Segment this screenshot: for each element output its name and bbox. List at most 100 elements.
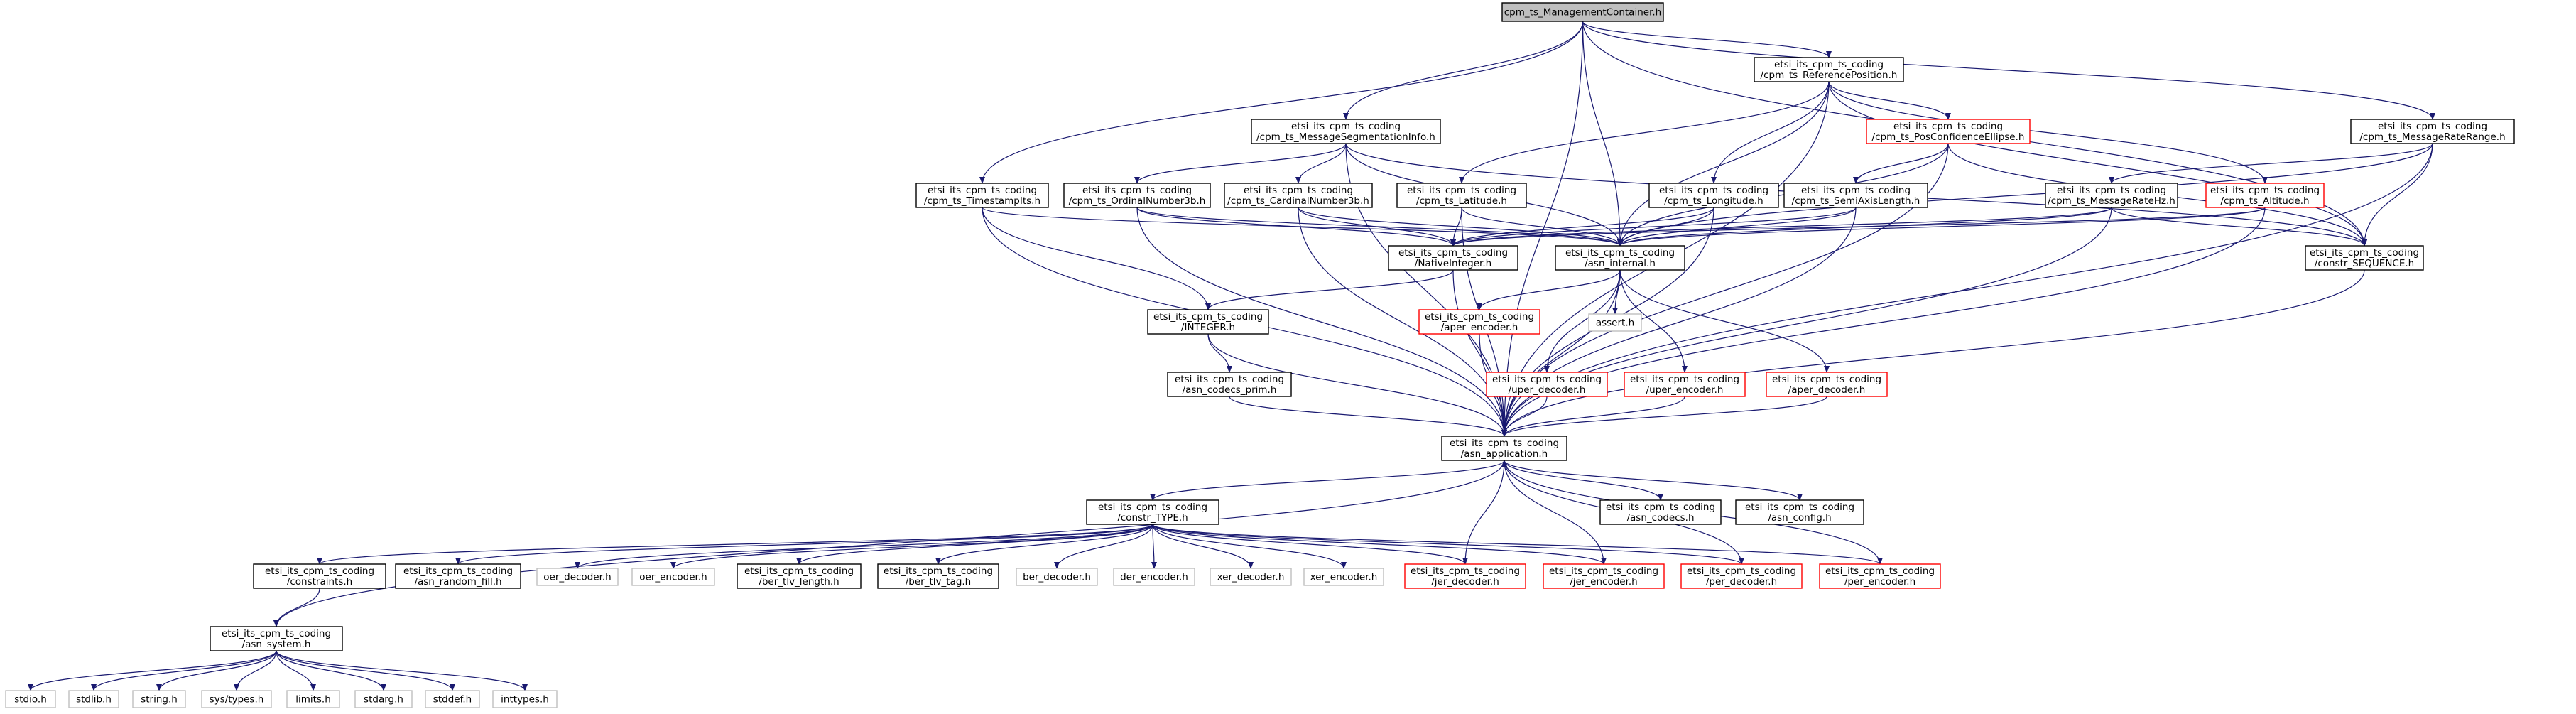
edge-nativeint-to-asnapp [1452,269,1507,437]
node-ordinal-box [1063,183,1211,208]
edge-asnsystem-to-stdarg [276,650,386,691]
edge-msgseg-to-ordinal [1134,143,1347,184]
node-jerdec-label-1: /jer_decoder.h [1431,576,1499,588]
node-uperenc-label-0: etsi_its_cpm_ts_coding [1630,374,1739,385]
node-semiaxis-label-0: etsi_its_cpm_ts_coding [1801,185,1911,196]
node-constrseq[interactable]: etsi_its_cpm_ts_coding/constr_SEQUENCE.h [2305,245,2424,271]
edge-constrtype-to-berdec [1054,524,1153,569]
node-cardinal-label-0: etsi_its_cpm_ts_coding [1244,185,1353,196]
node-longitude[interactable]: etsi_its_cpm_ts_coding/cpm_ts_Longitude.… [1648,183,1779,208]
node-uperdec[interactable]: etsi_its_cpm_ts_coding/uper_decoder.h [1486,372,1608,397]
node-oerenc: oer_encoder.h [631,568,715,586]
node-aperdec-box [1766,372,1888,397]
node-asnapp-box [1441,436,1567,461]
node-msgratehz-label-0: etsi_its_cpm_ts_coding [2057,185,2166,196]
node-msgseg-label-1: /cpm_ts_MessageSegmentationInfo.h [1256,131,1435,143]
node-constrseq-box [2305,245,2424,271]
node-systypes-label-0: sys/types.h [210,694,264,705]
node-jerenc-label-1: /jer_encoder.h [1570,576,1637,588]
node-berdec-box [1016,568,1098,586]
node-perenc[interactable]: etsi_its_cpm_ts_coding/per_encoder.h [1819,563,1941,589]
edge-asninternal-to-uperenc [1619,269,1688,373]
node-constrtype[interactable]: etsi_its_cpm_ts_coding/constr_TYPE.h [1086,499,1219,525]
node-msgratehz[interactable]: etsi_its_cpm_ts_coding/cpm_ts_MessageRat… [2045,183,2178,208]
node-cardinal[interactable]: etsi_its_cpm_ts_coding/cpm_ts_CardinalNu… [1224,183,1373,208]
node-asnsystem[interactable]: etsi_its_cpm_ts_coding/asn_system.h [210,626,343,651]
edge-integer-to-asnapp [1207,333,1507,437]
edge-refpos-to-altitude [1828,81,2268,184]
node-assert-box [1588,313,1642,332]
node-msgraterange[interactable]: etsi_its_cpm_ts_coding/cpm_ts_MessageRat… [2350,119,2515,144]
node-bertlvtag-box [877,563,999,589]
node-aperenc-box [1418,309,1540,335]
node-limits-label-0: limits.h [295,694,331,705]
node-integer-label-0: etsi_its_cpm_ts_coding [1153,311,1263,323]
node-aperenc[interactable]: etsi_its_cpm_ts_coding/aper_encoder.h [1418,309,1540,335]
node-oerdec: oer_decoder.h [536,568,619,586]
node-jerdec-box [1404,563,1526,589]
node-semiaxis[interactable]: etsi_its_cpm_ts_coding/cpm_ts_SemiAxisLe… [1783,183,1928,208]
node-asnconfig[interactable]: etsi_its_cpm_ts_coding/asn_config.h [1735,499,1864,525]
edge-asninternal-to-aperenc [1477,269,1621,310]
edge-asninternal-to-asnapp [1501,269,1621,437]
node-aperdec[interactable]: etsi_its_cpm_ts_coding/aper_decoder.h [1766,372,1888,397]
node-constrtype-box [1086,499,1219,525]
node-constraints-label-0: etsi_its_cpm_ts_coding [265,566,374,577]
node-nativeint[interactable]: etsi_its_cpm_ts_coding/NativeInteger.h [1388,245,1518,271]
node-timestamp[interactable]: etsi_its_cpm_ts_coding/cpm_ts_TimestampI… [915,183,1049,208]
node-latitude-label-1: /cpm_ts_Latitude.h [1416,195,1507,207]
node-xerdec: xer_decoder.h [1210,568,1292,586]
node-stdlib-box [68,690,119,708]
node-derenc-box [1113,568,1195,586]
node-perdec[interactable]: etsi_its_cpm_ts_coding/per_decoder.h [1680,563,1803,589]
node-ordinal[interactable]: etsi_its_cpm_ts_coding/cpm_ts_OrdinalNum… [1063,183,1211,208]
node-asnapp-label-1: /asn_application.h [1461,448,1548,460]
node-xerdec-label-0: xer_decoder.h [1217,572,1285,583]
edge-uperenc-to-asnapp [1501,396,1685,437]
node-bertlvtag[interactable]: etsi_its_cpm_ts_coding/ber_tlv_tag.h [877,563,999,589]
node-root[interactable]: cpm_ts_ManagementContainer.h [1501,2,1664,22]
node-constrseq-label-1: /constr_SEQUENCE.h [2315,258,2414,269]
node-aperdec-label-0: etsi_its_cpm_ts_coding [1772,374,1881,385]
node-randomfill[interactable]: etsi_its_cpm_ts_coding/asn_random_fill.h [395,563,521,589]
edge-constrtype-to-derenc [1151,524,1157,569]
node-refpos[interactable]: etsi_its_cpm_ts_coding/cpm_ts_ReferenceP… [1754,57,1904,82]
node-asnapp[interactable]: etsi_its_cpm_ts_coding/asn_application.h [1441,436,1567,461]
node-jerdec[interactable]: etsi_its_cpm_ts_coding/jer_decoder.h [1404,563,1526,589]
node-stdarg: stdarg.h [354,690,413,708]
node-bertlvlen-label-1: /ber_tlv_length.h [759,576,839,588]
edge-asnapp-to-asnconfig [1504,460,1803,501]
node-latitude[interactable]: etsi_its_cpm_ts_coding/cpm_ts_Latitude.h [1396,183,1527,208]
edge-msgraterange-to-msgratehz [2109,143,2433,184]
node-uperenc[interactable]: etsi_its_cpm_ts_coding/uper_encoder.h [1624,372,1746,397]
node-oerenc-label-0: oer_encoder.h [639,572,707,583]
node-msgseg-label-0: etsi_its_cpm_ts_coding [1291,121,1401,132]
edge-constrtype-to-jerdec [1152,524,1468,565]
edge-asnsystem-to-systypes [234,650,277,691]
node-bertlvlen[interactable]: etsi_its_cpm_ts_coding/ber_tlv_length.h [737,563,862,589]
node-posconf[interactable]: etsi_its_cpm_ts_coding/cpm_ts_PosConfide… [1866,119,2031,144]
node-asnconfig-label-0: etsi_its_cpm_ts_coding [1745,502,1854,513]
node-aperdec-label-1: /aper_decoder.h [1788,384,1866,396]
edge-altitude-to-nativeint [1450,207,2266,247]
node-msgseg[interactable]: etsi_its_cpm_ts_coding/cpm_ts_MessageSeg… [1251,119,1441,144]
node-codecsprim[interactable]: etsi_its_cpm_ts_coding/asn_codecs_prim.h [1167,372,1292,397]
node-aperenc-label-1: /aper_encoder.h [1441,322,1518,333]
node-constraints[interactable]: etsi_its_cpm_ts_coding/constraints.h [253,563,386,589]
node-ordinal-label-1: /cpm_ts_OrdinalNumber3b.h [1069,195,1206,207]
node-perenc-box [1819,563,1941,589]
edge-jerenc-to-asnapp [1501,460,1604,565]
node-asncodecs[interactable]: etsi_its_cpm_ts_coding/asn_codecs.h [1599,499,1722,525]
node-jerenc[interactable]: etsi_its_cpm_ts_coding/jer_encoder.h [1543,563,1665,589]
edge-cardinal-to-nativeint [1298,207,1456,247]
node-stdlib: stdlib.h [68,690,119,708]
node-asninternal[interactable]: etsi_its_cpm_ts_coding/asn_internal.h [1555,245,1685,271]
edge-integer-to-codecsprim [1207,333,1232,373]
node-stdarg-box [354,690,413,708]
edge-refpos-to-longitude [1711,81,1830,184]
node-integer[interactable]: etsi_its_cpm_ts_coding/INTEGER.h [1147,309,1269,335]
node-altitude[interactable]: etsi_its_cpm_ts_coding/cpm_ts_Altitude.h [2205,183,2325,208]
node-asncodecs-label-0: etsi_its_cpm_ts_coding [1606,502,1715,513]
node-stddef: stddef.h [425,690,480,708]
